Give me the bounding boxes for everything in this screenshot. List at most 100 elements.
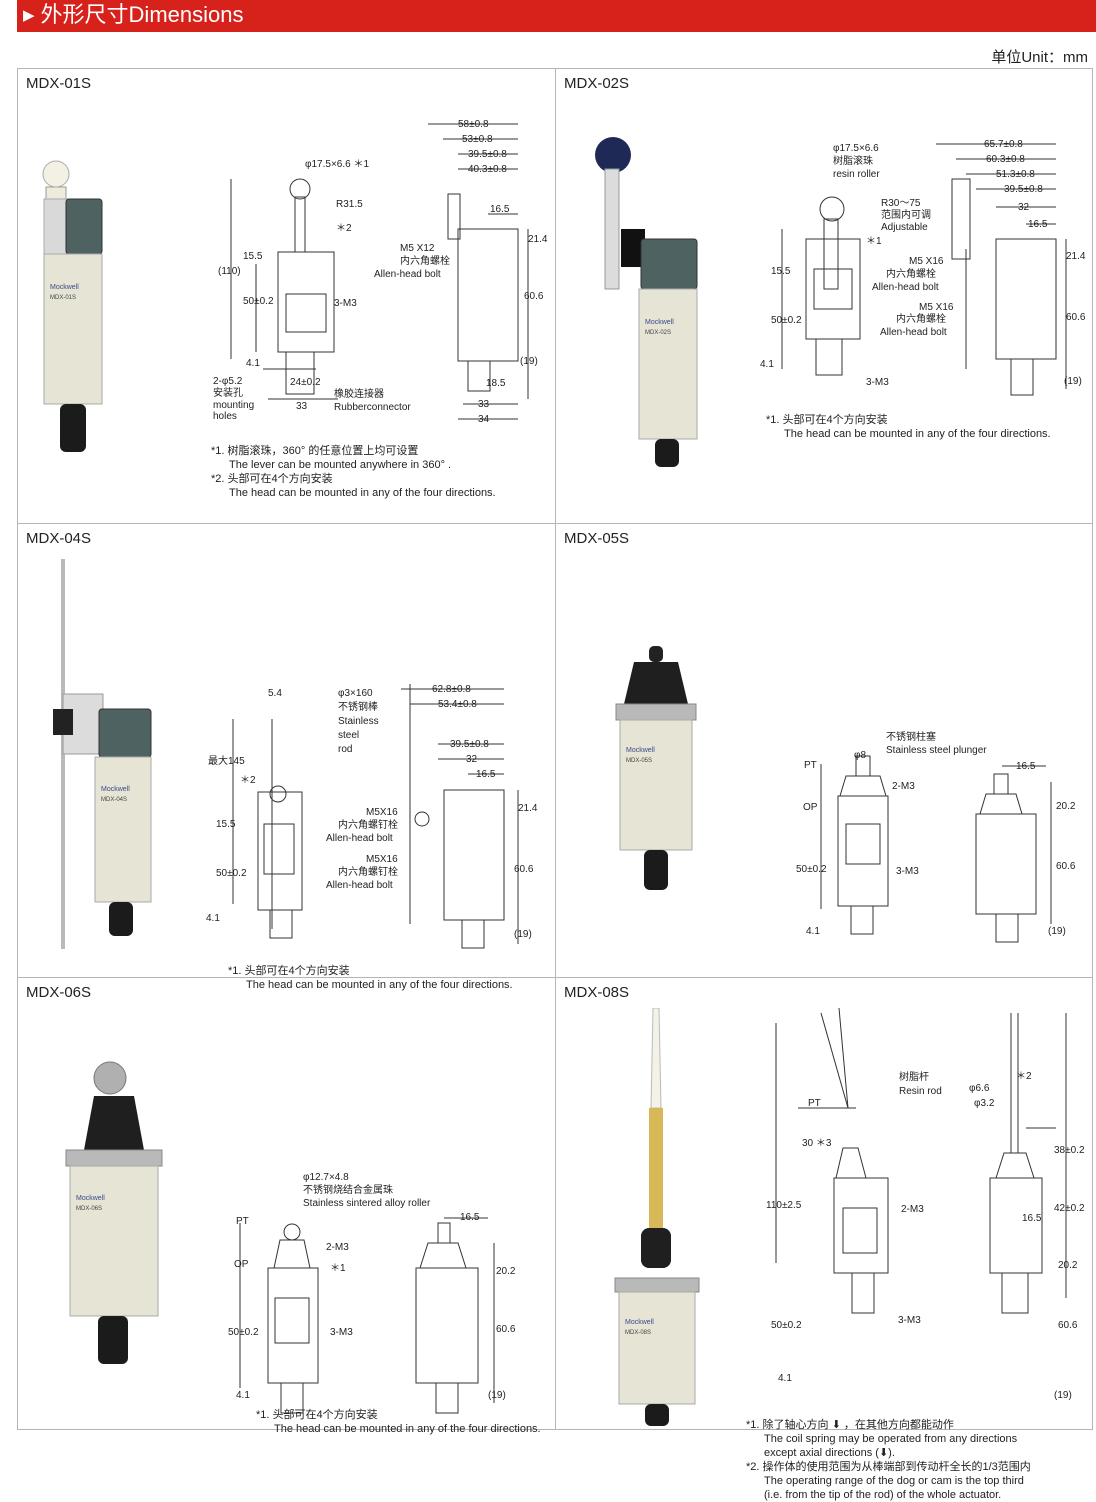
dim-label: 51.3±0.8 [996, 169, 1035, 180]
dim-label: 39.5±0.8 [450, 739, 489, 750]
radius-label: R30～75 [881, 198, 921, 209]
dim-label: (19) [1054, 1390, 1072, 1401]
dim-label: 33 [478, 399, 490, 410]
dim-label: 15.5 [771, 266, 791, 277]
dimension-drawing: 树脂杆 Resin rod PT 30 ＊3 110±2.5 2-M3 50±0… [766, 1007, 1085, 1401]
bolt-label-en: Allen-head bolt [880, 327, 947, 338]
dim-label: 4.1 [206, 913, 220, 924]
brand-label: Mockwell [50, 284, 79, 291]
dim-label: 58±0.8 [458, 119, 489, 130]
rod-size-label: φ3×160 [338, 688, 373, 699]
dim-label: 50±0.2 [771, 315, 802, 326]
dim-label: 21.4 [528, 234, 548, 245]
dim-label: 21.4 [518, 803, 538, 814]
dim-label: 60.6 [524, 291, 544, 302]
brand-label: Mockwell [76, 1195, 105, 1202]
dim-label: 42±0.2 [1054, 1203, 1085, 1214]
hole-label: 2-φ5.2 [213, 376, 243, 387]
dim-label: (19) [488, 1390, 506, 1401]
hole-label-en: mounting [213, 400, 254, 411]
section-title: ▶外形尺寸Dimensions [23, 2, 244, 27]
dim-label: φ3.2 [974, 1098, 995, 1109]
dimension-drawing: 5.4 最大145 ＊2 15.5 50±0.2 4.1 φ3×160 不锈钢棒… [206, 684, 538, 949]
rod-label-zh: 不锈钢棒 [338, 700, 378, 713]
hole-label-en: holes [213, 411, 237, 422]
photo-model-label: MDX-04S [101, 797, 127, 803]
bolt-label: M5 X16 [919, 302, 954, 313]
dim-label: 50±0.2 [796, 864, 827, 875]
dimension-drawing: φ17.5×6.6 ＊1 R31.5 ＊2 (110) 15.5 50±0.2 … [213, 119, 548, 425]
bolt-label-zh: 内六角螺钉栓 [338, 818, 398, 831]
product-photo: Mockwell MDX-05S [615, 646, 697, 890]
dim-label: 4.1 [778, 1373, 792, 1384]
footnote: *1. 除了轴心方向 ⬇ ，在其他方向都能动作 The coil spring … [746, 1419, 1031, 1501]
dim-label: 60.6 [1056, 861, 1076, 872]
brand-label: Mockwell [625, 1319, 654, 1326]
bolt-label-zh: 内六角螺栓 [886, 267, 936, 280]
model-name: MDX-06S [26, 984, 92, 1001]
footnote: *1. 头部可在4个方向安装 The head can be mounted i… [766, 414, 1051, 440]
screw-label: 3-M3 [896, 866, 919, 877]
dimension-drawing: 不锈钢柱塞 Stainless steel plunger φ8 PT OP 2… [796, 730, 1076, 943]
dim-label: 60.6 [1058, 1320, 1078, 1331]
product-cell-mdx-05s: MDX-05S Mockwell MDX-05S [556, 524, 1093, 977]
dim-label: 4.1 [246, 358, 260, 369]
dim-label: 110±2.5 [766, 1200, 802, 1211]
pt-label: PT [236, 1216, 249, 1227]
photo-model-label: MDX-05S [626, 758, 652, 764]
footnote: *1. 头部可在4个方向安装 The head can be mounted i… [228, 965, 513, 991]
note-marker: ＊2 [1016, 1071, 1032, 1082]
dim-label: 4.1 [806, 926, 820, 937]
dim-label: 60.6 [1066, 312, 1086, 323]
dim-label: φ6.6 [969, 1083, 990, 1094]
product-cell-mdx-08s: MDX-08S Mockwell MDX-08S [556, 978, 1093, 1501]
dim-label: 39.5±0.8 [1004, 184, 1043, 195]
section-header: ▶外形尺寸Dimensions [17, 0, 1096, 32]
bolt-label-zh: 内六角螺栓 [896, 312, 946, 325]
dim-label: 60.3±0.8 [986, 154, 1025, 165]
roller-size-label: φ17.5×6.6 ＊1 [305, 159, 369, 170]
triangle-arrow-icon: ▶ [23, 7, 35, 24]
dim-label: 5.4 [268, 688, 282, 699]
op-label: OP [803, 802, 818, 813]
dim-label: (19) [520, 356, 538, 367]
bolt-label: M5 X12 [400, 243, 435, 254]
footnote: *1. 头部可在4个方向安装 The head can be mounted i… [256, 1409, 541, 1435]
screw-label: 3-M3 [866, 377, 889, 388]
bolt-label: M5 X16 [909, 256, 944, 267]
dim-label: (19) [514, 929, 532, 940]
bolt-label-en: Allen-head bolt [326, 880, 393, 891]
unit-label: 单位Unit：mm [991, 49, 1088, 66]
dim-label: 40.3±0.8 [468, 164, 507, 175]
bolt-label-en: Allen-head bolt [326, 833, 393, 844]
dim-label: 16.5 [460, 1212, 480, 1223]
brand-label: Mockwell [626, 747, 655, 754]
note-marker: ＊1 [866, 236, 882, 247]
screw-label: 2-M3 [892, 781, 915, 792]
dim-label: (19) [1064, 376, 1082, 387]
dim-label: (110) [218, 266, 241, 277]
photo-model-label: MDX-06S [76, 1206, 102, 1212]
note-marker: ＊1 [330, 1263, 346, 1274]
model-name: MDX-01S [26, 75, 92, 92]
dim-label: 34 [478, 414, 490, 425]
grid-divider [555, 69, 556, 1429]
grid-divider [18, 977, 1092, 978]
rod-label-en: Stainless [338, 716, 379, 727]
roller-size-label: φ17.5×6.6 [833, 143, 879, 154]
dim-label: 15.5 [243, 251, 263, 262]
product-photo: Mockwell MDX-06S [65, 1061, 163, 1364]
product-photo: Mockwell MDX-04S [53, 559, 152, 949]
dim-label: φ8 [854, 750, 866, 761]
photo-model-label: MDX-01S [50, 295, 76, 301]
dim-label: 38±0.2 [1054, 1145, 1085, 1156]
dim-label: 33 [296, 401, 308, 412]
dim-label: 20.2 [496, 1266, 516, 1277]
product-cell-mdx-01s: MDX-01S Mockwell MDX-01S [18, 69, 555, 523]
screw-label: 2-M3 [326, 1242, 349, 1253]
roller-label-zh: 不锈钢烧结合金属珠 [303, 1183, 393, 1196]
bolt-label-zh: 内六角螺栓 [400, 254, 450, 267]
dim-label: 16.5 [476, 769, 496, 780]
model-name: MDX-08S [564, 984, 630, 1001]
radius-label-zh: 范围内可调 [881, 208, 931, 221]
